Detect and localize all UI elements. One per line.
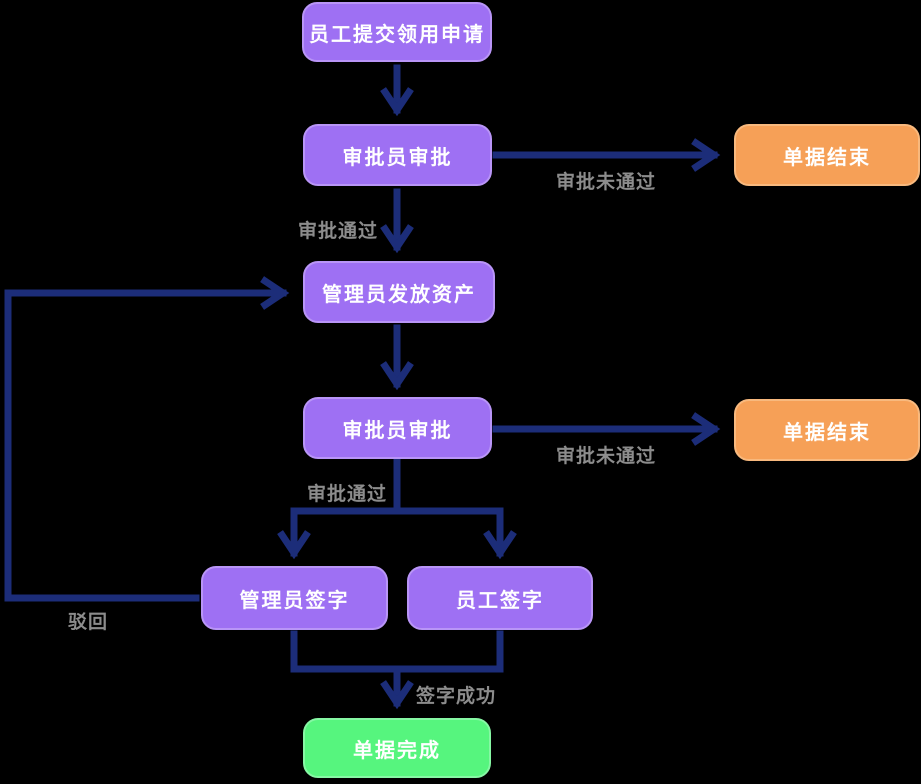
node-employee-sign: 员工签字 (407, 566, 593, 630)
edge-employee-sign-merge (393, 630, 504, 673)
edge-label-reject: 驳回 (68, 611, 109, 633)
edge-signs-to-complete (290, 630, 414, 710)
node-label: 管理员发放资产 (322, 281, 476, 306)
node-label: 员工提交领用申请 (309, 21, 485, 46)
node-approver-review-2: 审批员审批 (303, 397, 492, 459)
node-admin-issue-asset: 管理员发放资产 (303, 261, 495, 323)
node-admin-sign: 管理员签字 (201, 566, 388, 630)
node-doc-end-2: 单据结束 (734, 399, 920, 461)
edge-admin-sign-reject-to-issue (4, 276, 290, 602)
node-label: 审批员审批 (342, 144, 453, 169)
edge-label-pass-1: 审批通过 (298, 220, 379, 242)
edge-label-sign-success: 签字成功 (416, 685, 497, 707)
node-label: 单据结束 (783, 144, 871, 169)
edge-label-fail-1: 审批未通过 (556, 171, 657, 193)
node-submit-application: 员工提交领用申请 (302, 2, 492, 62)
node-label: 单据完成 (353, 737, 441, 762)
node-approver-review-1: 审批员审批 (303, 124, 492, 186)
node-doc-end-1: 单据结束 (734, 124, 920, 186)
edge-label-fail-2: 审批未通过 (556, 445, 657, 467)
node-label: 审批员审批 (342, 417, 453, 442)
node-label: 员工签字 (456, 587, 544, 612)
edge-review2-to-employee-sign (393, 507, 517, 560)
node-label: 管理员签字 (239, 587, 350, 612)
node-label: 单据结束 (783, 419, 871, 444)
edge-review2-to-admin-sign (277, 457, 401, 560)
node-doc-complete: 单据完成 (303, 718, 491, 778)
edge-label-pass-2: 审批通过 (307, 483, 388, 505)
